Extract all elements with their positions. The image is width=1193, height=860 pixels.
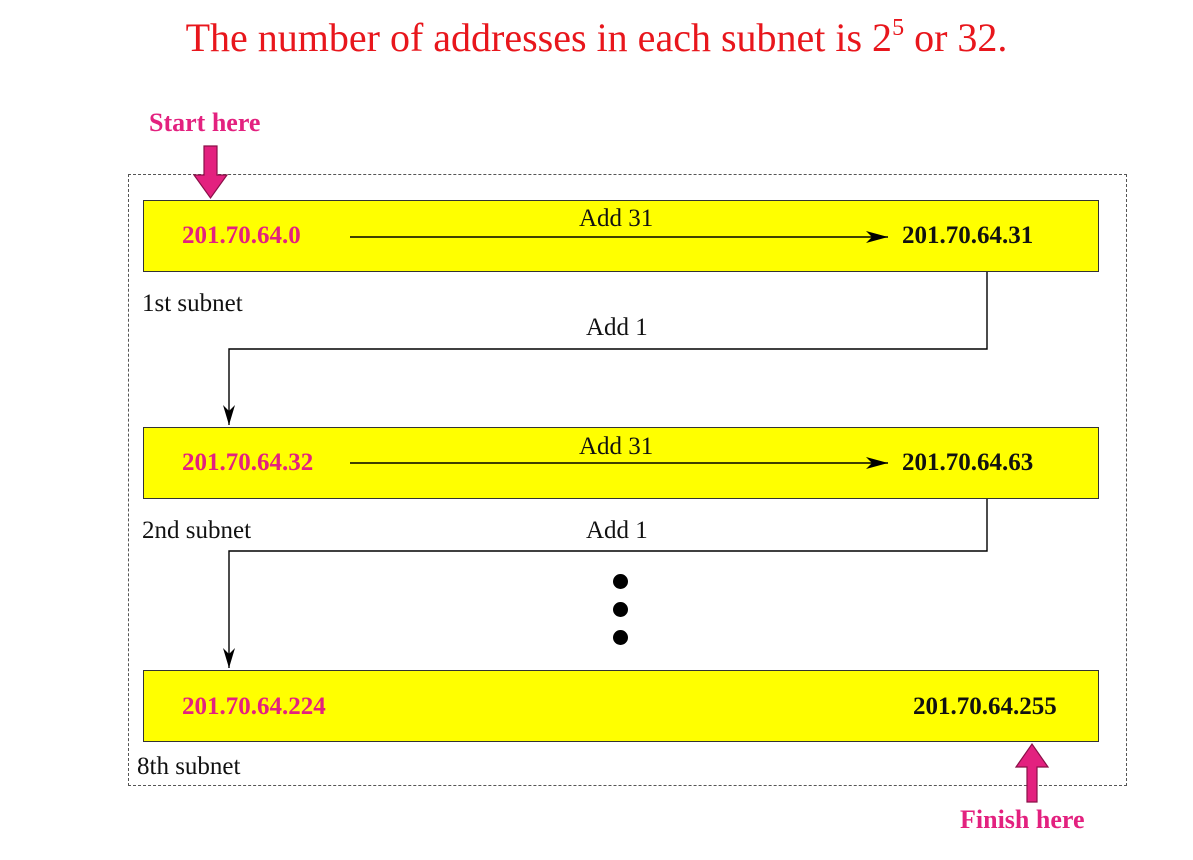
subnet-band-1 — [143, 200, 1099, 272]
start-label: Start here — [149, 108, 261, 137]
ellipsis-dot — [613, 602, 628, 617]
arrow-down-icon — [192, 145, 229, 200]
subnet-2-add-31-label: Add 31 — [579, 433, 654, 460]
arrow-up-icon — [1014, 742, 1050, 803]
subnet-2-add-1-label: Add 1 — [586, 517, 648, 544]
subnet-2-first-address: 201.70.64.32 — [182, 449, 314, 476]
subnet-1-label: 1st subnet — [142, 290, 243, 317]
finish-label: Finish here — [960, 805, 1085, 834]
title-prefix: The number of addresses in each subnet i… — [185, 15, 893, 60]
subnet-range-frame — [128, 174, 1127, 786]
ellipsis-dot — [613, 630, 628, 645]
subnet-1-first-address: 201.70.64.0 — [182, 222, 301, 249]
title-suffix: or 32. — [904, 15, 1008, 60]
subnet-1-last-address: 201.70.64.31 — [902, 222, 1034, 249]
subnet-8-last-address: 201.70.64.255 — [913, 693, 1057, 720]
subnet-2-label: 2nd subnet — [142, 517, 252, 544]
diagram-title: The number of addresses in each subnet i… — [0, 14, 1193, 61]
subnet-8-label: 8th subnet — [137, 753, 241, 780]
subnet-8-first-address: 201.70.64.224 — [182, 693, 326, 720]
add-1-connector-2 — [223, 499, 988, 668]
subnet-2-last-address: 201.70.64.63 — [902, 449, 1034, 476]
subnet-band-8 — [143, 670, 1099, 742]
title-exponent: 5 — [892, 15, 905, 41]
subnet-1-add-31-label: Add 31 — [579, 205, 654, 232]
add-1-connector-1 — [223, 272, 988, 425]
subnet-1-add-1-label: Add 1 — [586, 314, 648, 341]
ellipsis-dot — [613, 574, 628, 589]
